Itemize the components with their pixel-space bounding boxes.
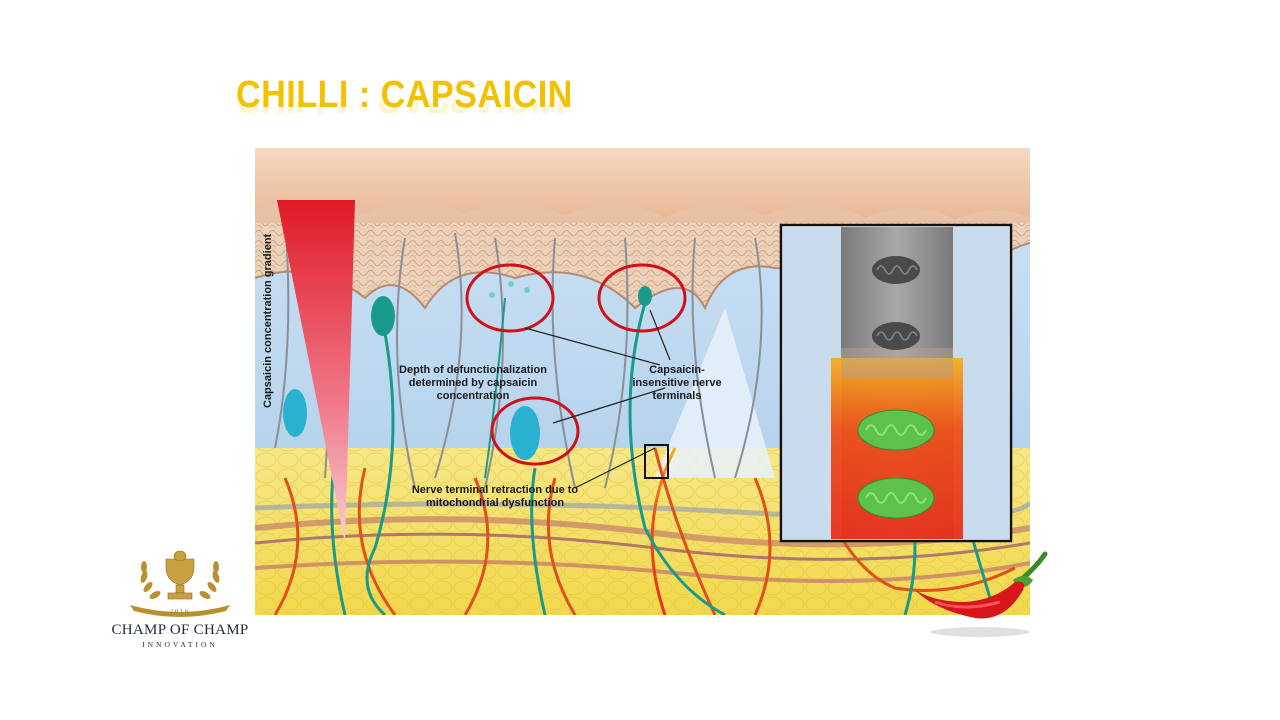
logo-name: CHAMP OF CHAMP	[111, 622, 249, 638]
slide-title: CHILLI : CAPSAICIN	[236, 74, 573, 116]
label-nerve-retraction: Nerve terminal retraction due to mitocho…	[411, 484, 579, 509]
chilli-pepper-image	[905, 550, 1055, 640]
capsaicin-gradient-wedge	[277, 200, 355, 543]
logo-subtitle: INNOVATION	[142, 640, 218, 649]
nerve-terminal-bulb	[508, 281, 514, 287]
capsaicin-gradient-label: Capsaicin concentration gradient	[262, 233, 274, 408]
zoom-region-box	[644, 444, 669, 479]
mitochondrion-dysfunctional	[872, 322, 920, 350]
nerve-terminal-bulb	[510, 406, 540, 460]
label-depth-defunctionalization: Depth of defunctionalization determined …	[399, 364, 547, 402]
champ-of-champ-logo: 2016 CHAMP OF CHAMP INNOVATION	[100, 545, 260, 655]
nerve-terminal-bulb	[524, 287, 530, 293]
highlight-circle	[465, 263, 555, 333]
nerve-terminal-bulb	[638, 286, 652, 306]
skin-nerve-diagram	[255, 148, 1030, 615]
nerve-terminal-bulb	[283, 389, 307, 437]
logo-year: 2016	[170, 609, 190, 615]
highlight-circle	[597, 263, 687, 333]
diagram-artwork	[255, 148, 1030, 615]
highlight-circle	[490, 396, 580, 466]
mitochondria-inset	[779, 223, 1013, 543]
nerve-terminal-bulb	[489, 292, 495, 298]
mitochondrion-dysfunctional	[872, 256, 920, 284]
nerve-terminal-bulb	[371, 296, 395, 336]
trophy-laurel-icon	[130, 550, 230, 617]
label-capsaicin-insensitive: Capsaicin- insensitive nerve terminals	[632, 364, 722, 402]
